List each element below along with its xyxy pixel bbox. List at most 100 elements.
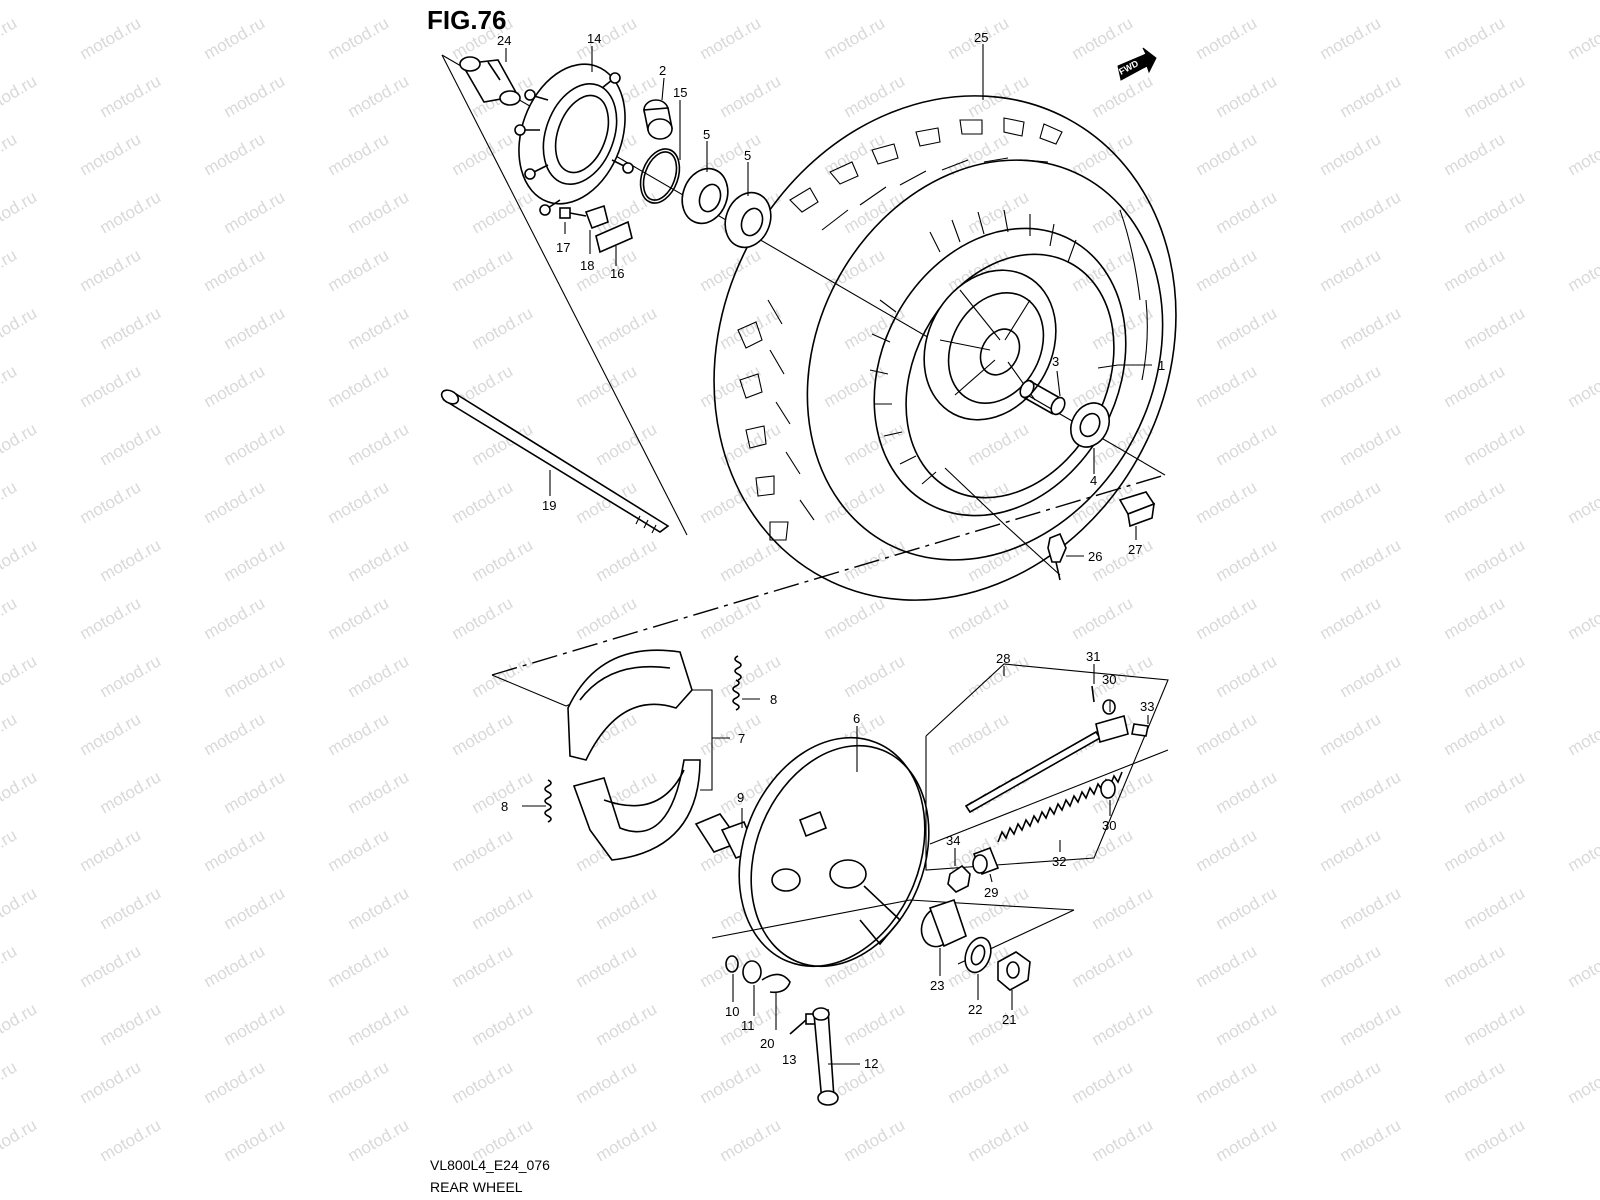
watermark-text: motod.ru [1461,419,1529,469]
watermark-text: motod.ru [345,187,413,237]
watermark-text: motod.ru [345,535,413,585]
part-number: 12 [864,1056,878,1071]
part-number: 20 [760,1036,774,1051]
watermark-text: motod.ru [945,709,1013,759]
watermark-text: motod.ru [77,825,145,875]
watermark-text: motod.ru [841,419,909,469]
watermark-text: motod.ru [0,477,20,527]
watermark-text: motod.ru [1069,593,1137,643]
watermark-text: motod.ru [841,999,909,1049]
brake-shoe-upper [567,649,693,761]
watermark-layer: motod.ru motod.ru motod.ru motod.ru motod.ru… [0,13,1600,1165]
part-number: 13 [782,1052,796,1067]
part-number: 3 [1052,354,1059,369]
part-number: 25 [974,30,988,45]
watermark-text: motod.ru [0,71,40,121]
watermark-text: motod.ru [1193,129,1261,179]
watermark-text: motod.ru [449,709,517,759]
watermark-text: motod.ru [449,245,517,295]
watermark-text: motod.ru [1441,593,1509,643]
watermark-text: motod.ru [1441,477,1509,527]
watermark-text: motod.ru [1337,187,1405,237]
watermark-text: motod.ru [965,1115,1033,1165]
figure-code: VL800L4_E24_076 [430,1157,550,1173]
watermark-text: motod.ru [1441,1057,1509,1107]
watermark-text: motod.ru [221,1115,289,1165]
watermark-text: motod.ru [77,1057,145,1107]
part-number: 33 [1140,699,1154,714]
watermark-text: motod.ru [77,361,145,411]
watermark-text: motod.ru [201,361,269,411]
watermark-text: motod.ru [1461,535,1529,585]
watermark-text: motod.ru [1337,651,1405,701]
watermark-text: motod.ru [0,303,40,353]
watermark-text: motod.ru [821,593,889,643]
watermark-text: motod.ru [0,13,20,63]
watermark-text: motod.ru [325,245,393,295]
watermark-text: motod.ru [1337,767,1405,817]
watermark-text: motod.ru [201,13,269,63]
bolt-17 [559,207,587,219]
watermark-text: motod.ru [1461,1115,1529,1165]
brake-shoe-bracket-7 [692,689,730,791]
forward-arrow-icon: FWD [1117,47,1157,81]
watermark-text: motod.ru [841,71,909,121]
watermark-text: motod.ru [201,477,269,527]
watermark-text: motod.ru [97,71,165,121]
watermark-text: motod.ru [1213,187,1281,237]
watermark-text: motod.ru [1337,999,1405,1049]
watermark-text: motod.ru [345,303,413,353]
watermark-text: motod.ru [1317,129,1385,179]
watermark-text: motod.ru [573,361,641,411]
part-number: 22 [968,1002,982,1017]
watermark-text: motod.ru [1337,535,1405,585]
watermark-text: motod.ru [221,767,289,817]
watermark-text: motod.ru [325,477,393,527]
part-number: 15 [673,85,687,100]
watermark-text: motod.ru [325,825,393,875]
watermark-text: motod.ru [1069,245,1137,295]
watermark-text: motod.ru [345,999,413,1049]
watermark-text: motod.ru [97,999,165,1049]
watermark-text: motod.ru [1337,419,1405,469]
part-number: 14 [587,31,601,46]
watermark-text: motod.ru [573,593,641,643]
brake-lever-12 [812,1007,839,1106]
part-number: 17 [556,240,570,255]
nut-21 [997,951,1031,991]
part-number: 29 [984,885,998,900]
watermark-text: motod.ru [345,1115,413,1165]
watermark-text: motod.ru [1441,709,1509,759]
watermark-text: motod.ru [821,13,889,63]
watermark-text: motod.ru [345,651,413,701]
watermark-text: motod.ru [717,71,785,121]
watermark-text: motod.ru [1193,593,1261,643]
watermark-text: motod.ru [0,767,40,817]
watermark-text: motod.ru [945,593,1013,643]
wheel-spacer-3 [1019,379,1066,416]
watermark-text: motod.ru [1461,767,1529,817]
collar-2 [643,99,673,140]
watermark-text: motod.ru [469,883,537,933]
spacer-23 [920,898,967,948]
watermark-text: motod.ru [1565,245,1600,295]
part-number: 2 [659,63,666,78]
watermark-text: motod.ru [77,129,145,179]
watermark-text: motod.ru [77,477,145,527]
part-number: 32 [1052,854,1066,869]
watermark-text: motod.ru [1089,1115,1157,1165]
valve-stem-26 [1047,532,1067,581]
bearing-5b [724,191,772,249]
part-number: 28 [996,651,1010,666]
pin-31 [1091,685,1095,703]
watermark-text: motod.ru [1337,883,1405,933]
part-number-labels: 1 2 3 4 5 5 6 7 8 8 9 10 11 12 13 14 15 … [497,30,1165,1071]
watermark-text: motod.ru [965,419,1033,469]
watermark-text: motod.ru [1565,13,1600,63]
watermark-text: motod.ru [1565,1057,1600,1107]
watermark-text: motod.ru [1565,941,1600,991]
rod-group-outline [925,663,1169,871]
watermark-text: motod.ru [1069,941,1137,991]
watermark-text: motod.ru [717,535,785,585]
